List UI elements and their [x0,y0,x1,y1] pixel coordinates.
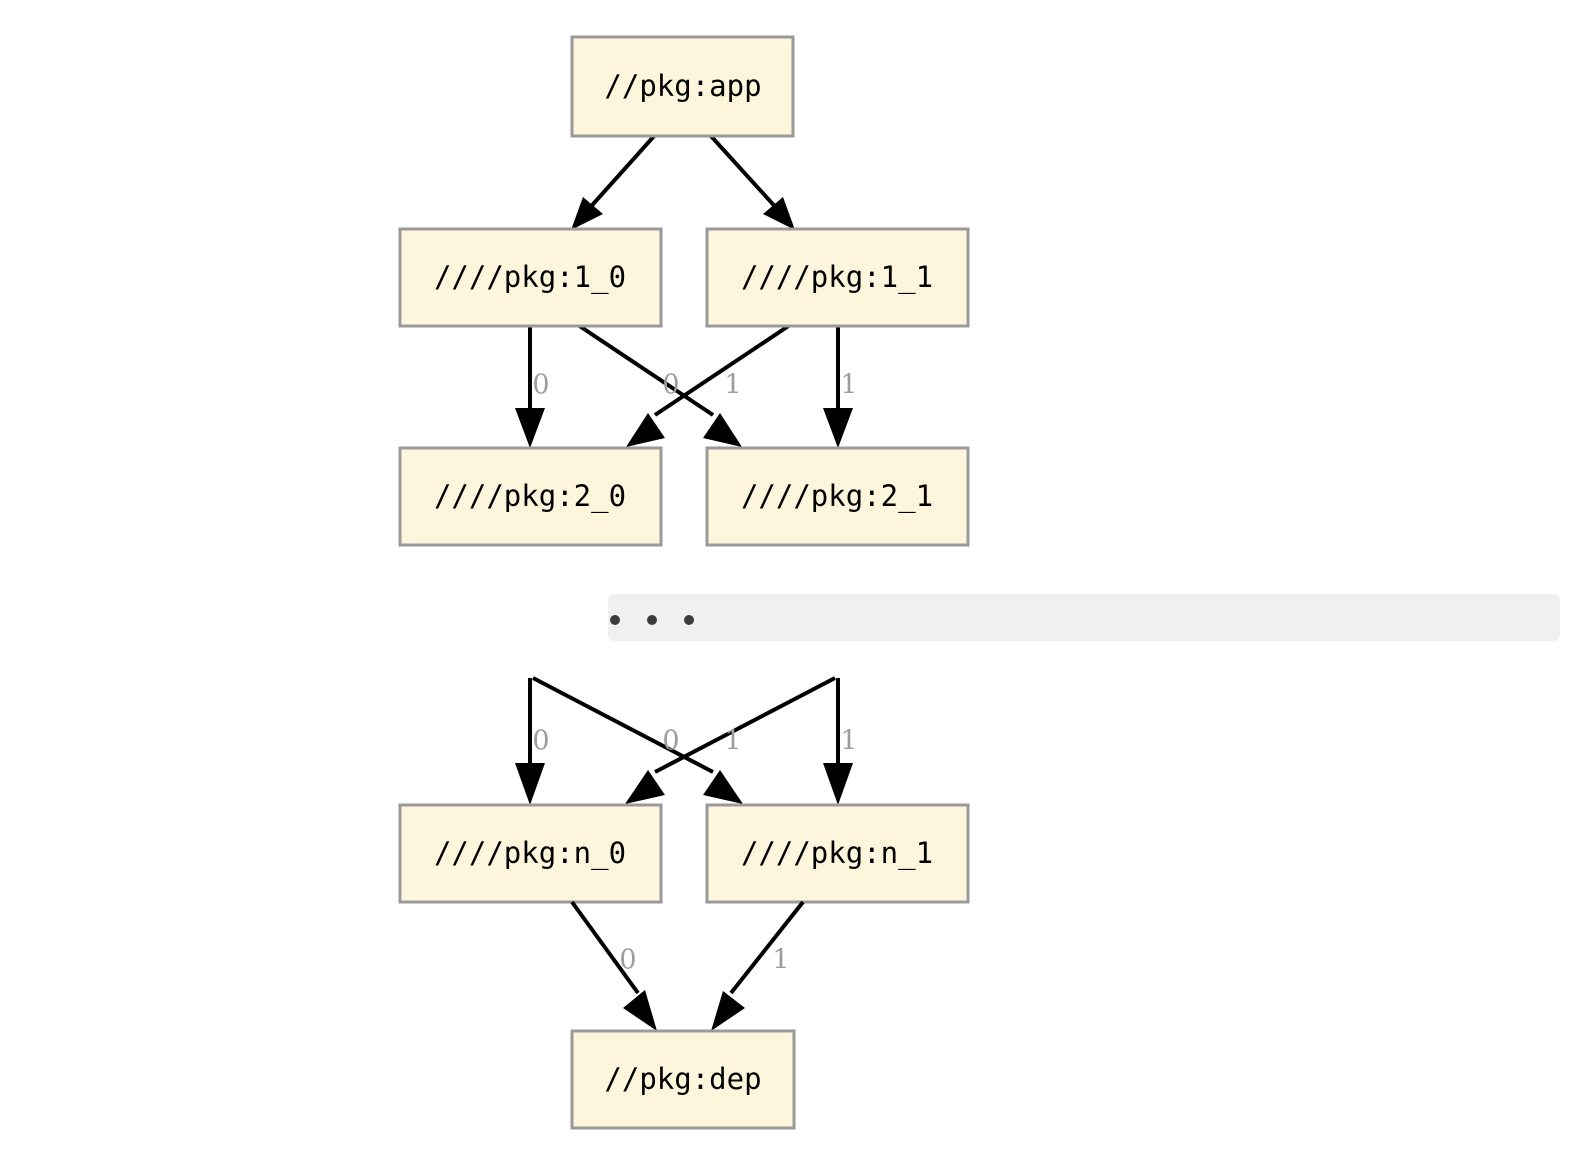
node-app-label: //pkg:app [604,69,761,103]
node-pkg-2_1[interactable]: ////pkg:2_1 [705,446,970,547]
edge-label-1_1-to-2_1: 1 [840,370,857,401]
edge-label-top-to-n_0: 0 [532,726,549,757]
node-pkg-1_0-label: ////pkg:1_0 [434,260,626,295]
edge-app-to-1_1 [708,133,795,230]
node-pkg-n_0-label: ////pkg:n_0 [434,836,626,871]
ellipsis-dot [647,615,657,625]
edge-label-1_0-to-2_0: 0 [532,370,549,401]
node-pkg-2_0[interactable]: ////pkg:2_0 [398,446,663,547]
node-dep-label: //pkg:dep [604,1062,761,1096]
edge-n_0-to-dep: 0 [570,900,657,1031]
edge-label-top2-to-n_0: 1 [724,726,741,757]
edge-1_0-to-2_1: 0 [576,323,742,447]
edge-n_1-to-dep: 1 [711,900,805,1031]
ellipsis-separator [608,594,1560,641]
edge-top2-to-n_1: 1 [823,678,858,805]
edge-label-n_1-to-dep: 1 [772,945,789,976]
edge-label-top-to-n_1: 0 [662,726,679,757]
node-pkg-n_1[interactable]: ////pkg:n_1 [705,803,970,904]
edge-top2-to-n_0: 1 [625,676,836,804]
edge-1_0-to-2_0: 0 [515,325,550,448]
edge-label-n_0-to-dep: 0 [619,945,636,976]
node-pkg-1_0[interactable]: ////pkg:1_0 [398,227,663,328]
edge-1_1-to-2_0: 1 [626,323,792,447]
node-app[interactable]: //pkg:app [570,35,795,138]
edge-top-to-n_0: 0 [515,678,550,805]
edge-app-to-1_0 [571,133,657,230]
node-pkg-n_0[interactable]: ////pkg:n_0 [398,803,663,904]
node-pkg-2_1-label: ////pkg:2_1 [741,479,933,514]
node-pkg-2_0-label: ////pkg:2_0 [434,479,626,514]
node-pkg-1_1[interactable]: ////pkg:1_1 [705,227,970,328]
edge-label-1_1-to-2_0: 1 [724,370,741,401]
node-pkg-n_1-label: ////pkg:n_1 [741,836,933,871]
ellipsis-dot [610,615,620,625]
edge-1_1-to-2_1: 1 [823,325,858,448]
ellipsis-dot [684,615,694,625]
edge-label-1_0-to-2_1: 0 [662,370,679,401]
node-dep[interactable]: //pkg:dep [570,1029,796,1130]
edge-label-top2-to-n_1: 1 [840,726,857,757]
node-pkg-1_1-label: ////pkg:1_1 [741,260,933,295]
